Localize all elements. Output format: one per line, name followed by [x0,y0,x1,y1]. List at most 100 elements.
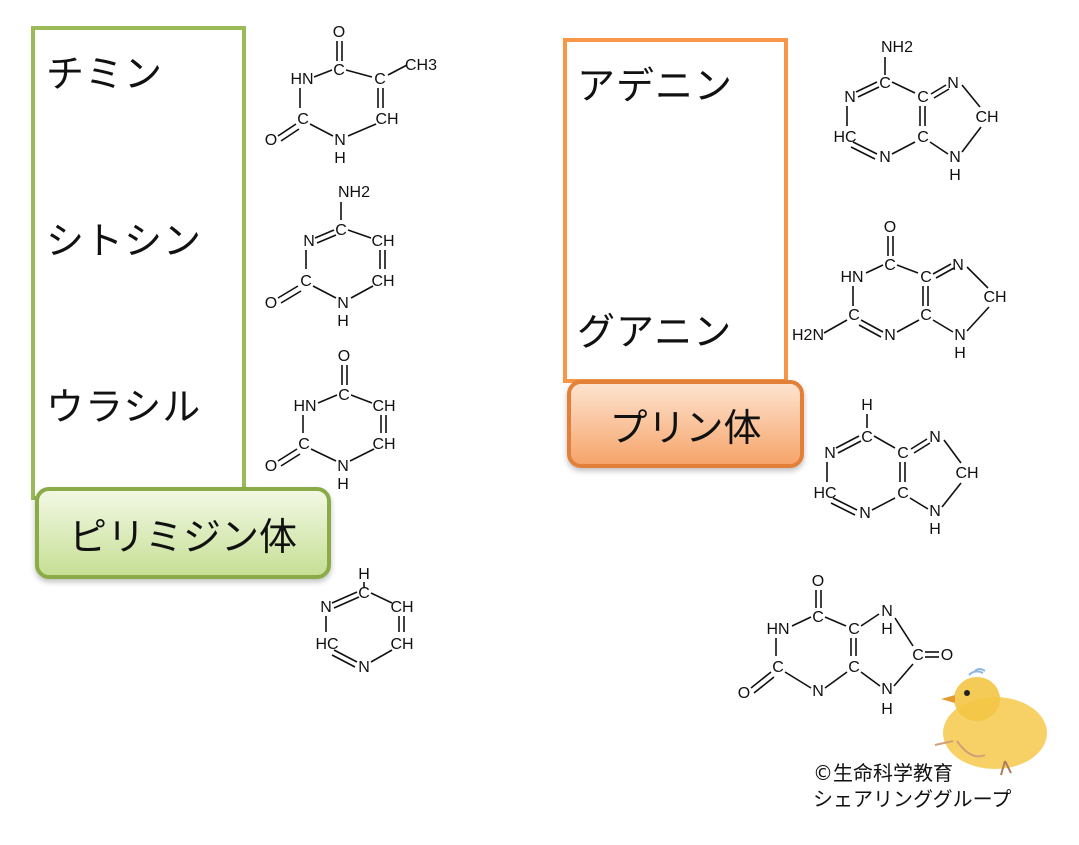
atom-label: N [954,327,966,344]
atom-label: O [812,573,824,590]
atom-label: CH [375,111,398,128]
atom-label: CH [983,289,1006,306]
atom-label: CH [955,465,978,482]
purine-group-box [563,38,788,383]
base-name-uracil: ウラシル [46,385,202,429]
purine-structure: H C N C N CH HC C N N H [813,397,978,538]
uracil-structure: O HN C CH CH C O N H [265,348,396,493]
atom-label: CH [975,109,998,126]
atom-label: H [861,397,873,414]
atom-label: C [897,485,909,502]
atom-label: O [265,295,277,312]
atom-label: C [338,387,350,404]
atom-label: O [333,24,345,41]
atom-label: C [300,273,312,290]
atom-label: C [335,222,347,239]
atom-label: H [954,345,966,362]
atom-label: N [949,149,961,166]
atom-label: N [824,445,836,462]
atom-label: H [358,566,370,583]
atom-label: HC [813,485,836,502]
atom-label: N [812,683,824,700]
atom-label: N [929,503,941,520]
uric-acid-structure: O C HN C N H C O C C O N N H [738,573,953,718]
atom-label: N [884,327,896,344]
atom-label: C [374,71,386,88]
base-name-guanine: グアニン [577,310,733,354]
atom-label: O [884,219,896,236]
atom-label: CH [371,273,394,290]
atom-label: N [929,429,941,446]
atom-label: N [947,75,959,92]
atom-label: H [881,701,893,718]
atom-label: O [265,458,277,475]
atom-label: CH [390,636,413,653]
atom-label: N [358,659,370,676]
guanine-structure: O C HN C N CH C C H2N N N H [792,219,1007,362]
atom-label: CH [390,599,413,616]
atom-label: C [879,75,891,92]
base-name-adenine: アデニン [577,64,734,108]
atom-label: NH2 [881,39,913,56]
atom-label: N [337,458,349,475]
atom-label: C [848,307,860,324]
atom-label: CH3 [405,57,437,74]
atom-label: HC [315,636,338,653]
chick-illustration [934,668,1047,776]
atom-label: N [303,233,315,250]
adenine-structure: NH2 C N C N CH HC C N N H [833,39,998,184]
atom-label: N [881,603,893,620]
atom-label: O [738,685,750,702]
credit-line-2: シェアリンググループ [813,787,1012,811]
atom-label: N [844,89,856,106]
copyright-credit: ©生命科学教育 シェアリンググループ [813,760,1011,812]
thymine-structure: O HN C C CH3 CH C O N H [265,24,437,167]
atom-label: HC [833,129,856,146]
atom-label: O [265,132,277,149]
atom-label: H [929,521,941,538]
atom-label: C [848,621,860,638]
pyrimidine-group-box [31,26,246,500]
base-name-cytosine: シトシン [46,219,203,263]
atom-label: C [358,585,370,602]
atom-label: C [812,609,824,626]
purine-group-label: プリン体 [567,380,804,468]
atom-label: N [859,505,871,522]
atom-label: N [320,599,332,616]
atom-label: N [952,257,964,274]
atom-label: C [333,62,345,79]
atom-label: H [881,621,893,638]
atom-label: CH [372,436,395,453]
atom-label: H [337,476,349,493]
atom-label: C [298,436,310,453]
atom-label: HN [293,398,316,415]
atom-label: C [772,659,784,676]
atom-label: H [337,313,349,330]
atom-label: C [920,307,932,324]
atom-label: O [338,348,350,365]
base-name-thymine: チミン [46,52,164,96]
pyrimidine-group-label: ピリミジン体 [35,487,331,579]
atom-label: H [949,167,961,184]
atom-label: H2N [792,327,824,344]
atom-label: C [912,647,924,664]
atom-label: C [920,269,932,286]
atom-label: HN [766,621,789,638]
atom-label: HN [290,71,313,88]
atom-label: N [879,149,891,166]
atom-label: C [297,111,309,128]
credit-line-1: ©生命科学教育 [813,761,953,785]
atom-label: H [334,150,346,167]
atom-label: O [941,647,953,664]
atom-label: CH [371,233,394,250]
atom-label: C [917,129,929,146]
atom-label: CH [372,398,395,415]
atom-label: NH2 [338,184,370,201]
atom-label: N [334,132,346,149]
atom-label: C [861,429,873,446]
atom-label: N [337,295,349,312]
atom-label: C [884,257,896,274]
cytosine-structure: NH2 N C CH CH C O N H [265,184,395,330]
atom-label: N [881,681,893,698]
atom-label: C [897,445,909,462]
